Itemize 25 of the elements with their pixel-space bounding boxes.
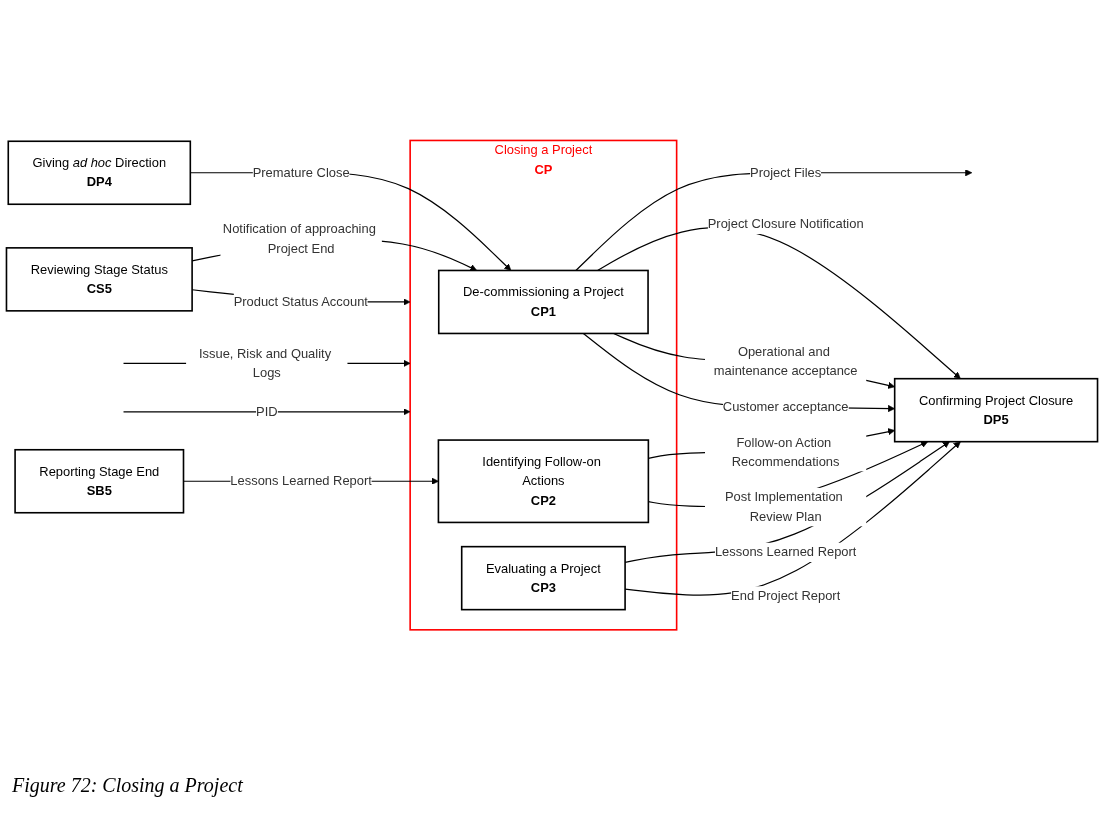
node-box: Reporting Stage End SB5: [14, 448, 185, 514]
edge-label: Issue, Risk and Quality Logs: [198, 346, 332, 380]
edge-label: End Project Report: [731, 588, 841, 603]
edge-label: Product Status Account: [233, 294, 368, 309]
node-box: Confirming Project Closure DP5: [893, 377, 1099, 443]
edge-label: Post Implementation Review Plan: [724, 489, 843, 524]
edge-label: Follow-on Action Recommendations: [731, 435, 840, 469]
edge-label: PID: [256, 404, 278, 419]
arrow: [122, 408, 411, 416]
edge-label: Notification of approaching Project End: [222, 221, 376, 255]
edge-label: Customer acceptance: [722, 399, 849, 414]
node-box: Identifying Follow-on Actions CP2: [437, 439, 650, 524]
edge-label: Operational and maintenance acceptance: [713, 344, 858, 378]
node-box: Evaluating a Project CP3: [460, 545, 626, 611]
node-box: Reviewing Stage Status CS5: [5, 246, 193, 312]
edge-label: Project Files: [750, 165, 822, 180]
arrow: [582, 332, 895, 412]
node-box: De-commissioning a Project CP1: [437, 269, 649, 335]
figure-caption: Figure 72: Closing a Project: [12, 774, 244, 797]
arrow: [575, 169, 973, 271]
edge-label: Lessons Learned Report: [230, 473, 372, 488]
edge-label: Project Closure Notification: [707, 217, 864, 231]
edge-label: Premature Close: [252, 165, 350, 180]
edge-label: Lessons Learned Report: [714, 544, 857, 559]
node-box: Giving ad hoc Direction DP4: [7, 140, 192, 205]
